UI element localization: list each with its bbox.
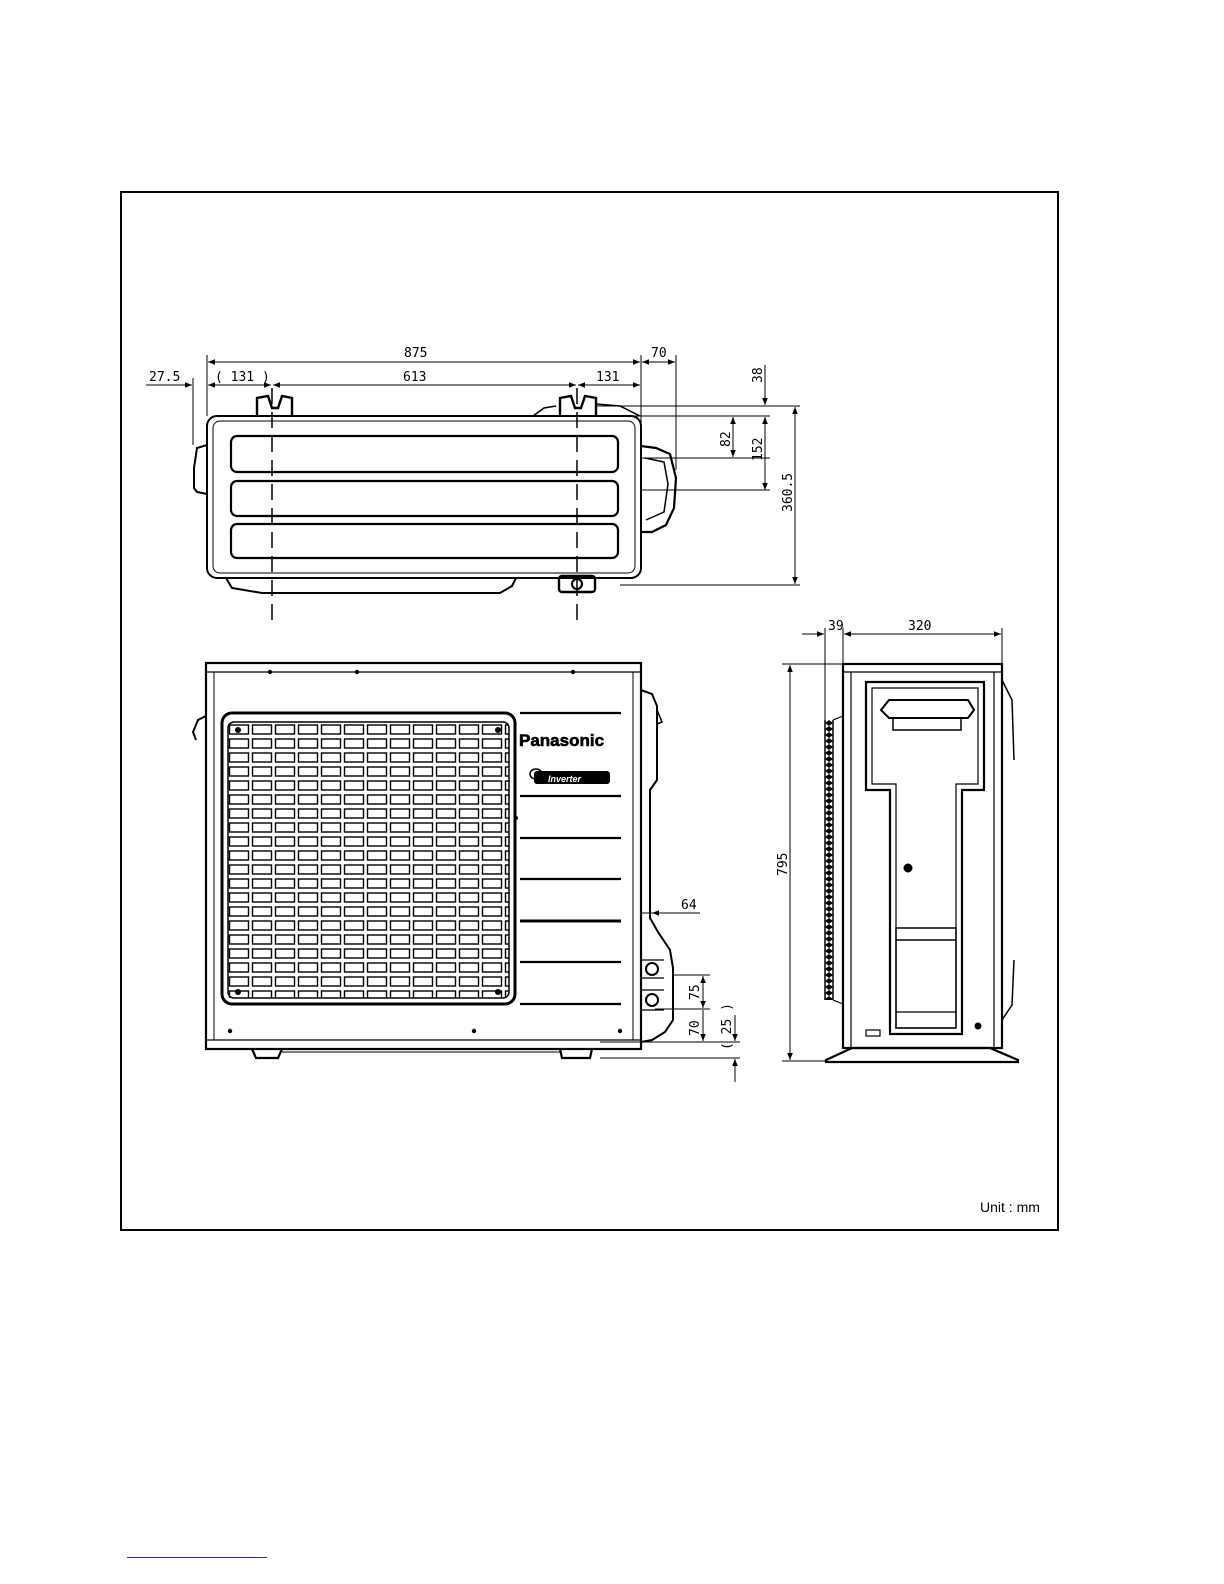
dim-valve-depth-small: 82 xyxy=(719,431,734,447)
front-view-logos: Panasonic Inverter xyxy=(519,731,610,784)
top-view-panel xyxy=(231,436,618,472)
dim-valve-depth: 152 xyxy=(751,438,766,461)
inverter-logo-text: Inverter xyxy=(548,774,582,784)
dim-height: 795 xyxy=(776,853,791,876)
dim-right-foot: 131 xyxy=(596,370,619,385)
dim-valve-height-upper: 75 xyxy=(688,984,703,1000)
front-view-dim-labels: 64 75 70 ( 25 ) xyxy=(681,898,735,1050)
side-view xyxy=(825,664,1018,1062)
mounting-foot xyxy=(560,396,596,416)
drawing-frame xyxy=(121,192,1058,1230)
unit-note: Unit : mm xyxy=(980,1199,1040,1215)
front-view-dimensions xyxy=(600,913,740,1082)
dim-base-gap: ( 25 ) xyxy=(720,1003,735,1050)
top-view-panel xyxy=(231,524,618,558)
service-valve xyxy=(646,963,658,975)
side-handle-recess xyxy=(866,682,984,1034)
top-view xyxy=(194,388,676,622)
brand-logo: Panasonic xyxy=(519,731,604,750)
heat-exchanger-fins xyxy=(825,720,833,1000)
front-view xyxy=(193,663,673,1058)
dim-valve-height-lower: 70 xyxy=(688,1020,703,1036)
dim-left-offset: 27.5 xyxy=(149,370,180,385)
side-base xyxy=(826,1048,1018,1062)
side-view-dim-labels: 39 320 795 xyxy=(776,619,931,876)
dim-left-foot: ( 131 ) xyxy=(215,370,270,385)
dim-body-depth: 320 xyxy=(908,619,931,634)
dim-total-width: 875 xyxy=(404,346,427,361)
dim-overall-depth: 360.5 xyxy=(781,473,796,512)
dim-fitting-offset: 70 xyxy=(651,346,667,361)
top-view-dim-labels: 875 70 27.5 ( 131 ) 613 131 38 82 152 36… xyxy=(149,346,796,512)
dim-fin-depth: 39 xyxy=(828,619,844,634)
front-foot xyxy=(560,1049,592,1058)
side-view-dimensions xyxy=(782,628,1002,1061)
dim-top-gap: 38 xyxy=(751,367,766,383)
dim-foot-pitch: 613 xyxy=(403,370,426,385)
front-foot xyxy=(252,1049,282,1058)
service-valve xyxy=(646,994,658,1006)
dim-side-offset: 64 xyxy=(681,898,697,913)
top-view-dimensions xyxy=(146,355,800,585)
footnote-rule xyxy=(127,1557,267,1558)
mounting-foot xyxy=(257,396,292,416)
inverter-logo: Inverter xyxy=(530,769,610,784)
top-view-panel xyxy=(231,481,618,516)
